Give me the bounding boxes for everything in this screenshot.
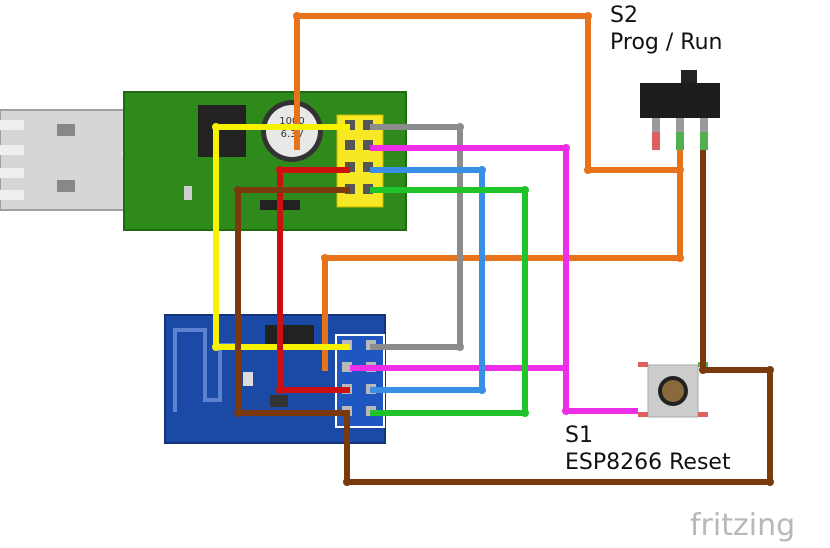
wire-bend-point	[321, 254, 329, 262]
wire-brown-right	[344, 150, 773, 485]
wire-red	[277, 167, 350, 393]
wire-bend-point	[234, 186, 242, 194]
wire-bend-point	[676, 254, 684, 262]
wire-bend-point	[478, 386, 486, 394]
wire-bend-point	[212, 123, 220, 131]
capacitor-value: 1000	[279, 116, 304, 127]
switch-id-label: S2	[610, 3, 638, 28]
wire-blue	[370, 167, 485, 393]
capacitor-voltage: 6.3V	[281, 129, 304, 140]
wire-bend-point	[276, 386, 284, 394]
button-desc-label: ESP8266 Reset	[565, 450, 731, 475]
wire-bend-point	[276, 166, 284, 174]
wire-bend-point	[521, 409, 529, 417]
wire-bend-point	[478, 166, 486, 174]
wire-bend-point	[456, 343, 464, 351]
wire-bend-point	[234, 409, 242, 417]
esp8266-board	[164, 314, 386, 444]
wire-brown-left	[235, 187, 350, 416]
wire-bend-point	[766, 478, 774, 486]
wire-bend-point	[456, 123, 464, 131]
wire-bend-point	[293, 12, 301, 20]
usb-adapter-board: 1000 6.3V	[123, 91, 407, 231]
wire-bend-point	[343, 478, 351, 486]
wire-magenta	[370, 145, 638, 414]
button-id-label: S1	[565, 423, 593, 448]
fritzing-brand: fritzing	[690, 508, 795, 543]
prog-run-switch	[640, 70, 720, 150]
wire-bend-point	[584, 166, 592, 174]
reset-button	[638, 362, 708, 418]
wire-bend-point	[212, 343, 220, 351]
wire-green	[370, 187, 528, 416]
switch-desc-label: Prog / Run	[610, 30, 722, 55]
wire-gray	[370, 124, 463, 350]
wire-bend-point	[521, 186, 529, 194]
wire-orange-mid	[322, 150, 683, 371]
wire-bend-point	[562, 144, 570, 152]
wires	[212, 12, 774, 486]
wire-bend-point	[699, 366, 707, 374]
wire-bend-point	[584, 12, 592, 20]
wire-bend-point	[766, 366, 774, 374]
wire-bend-point	[562, 407, 570, 415]
